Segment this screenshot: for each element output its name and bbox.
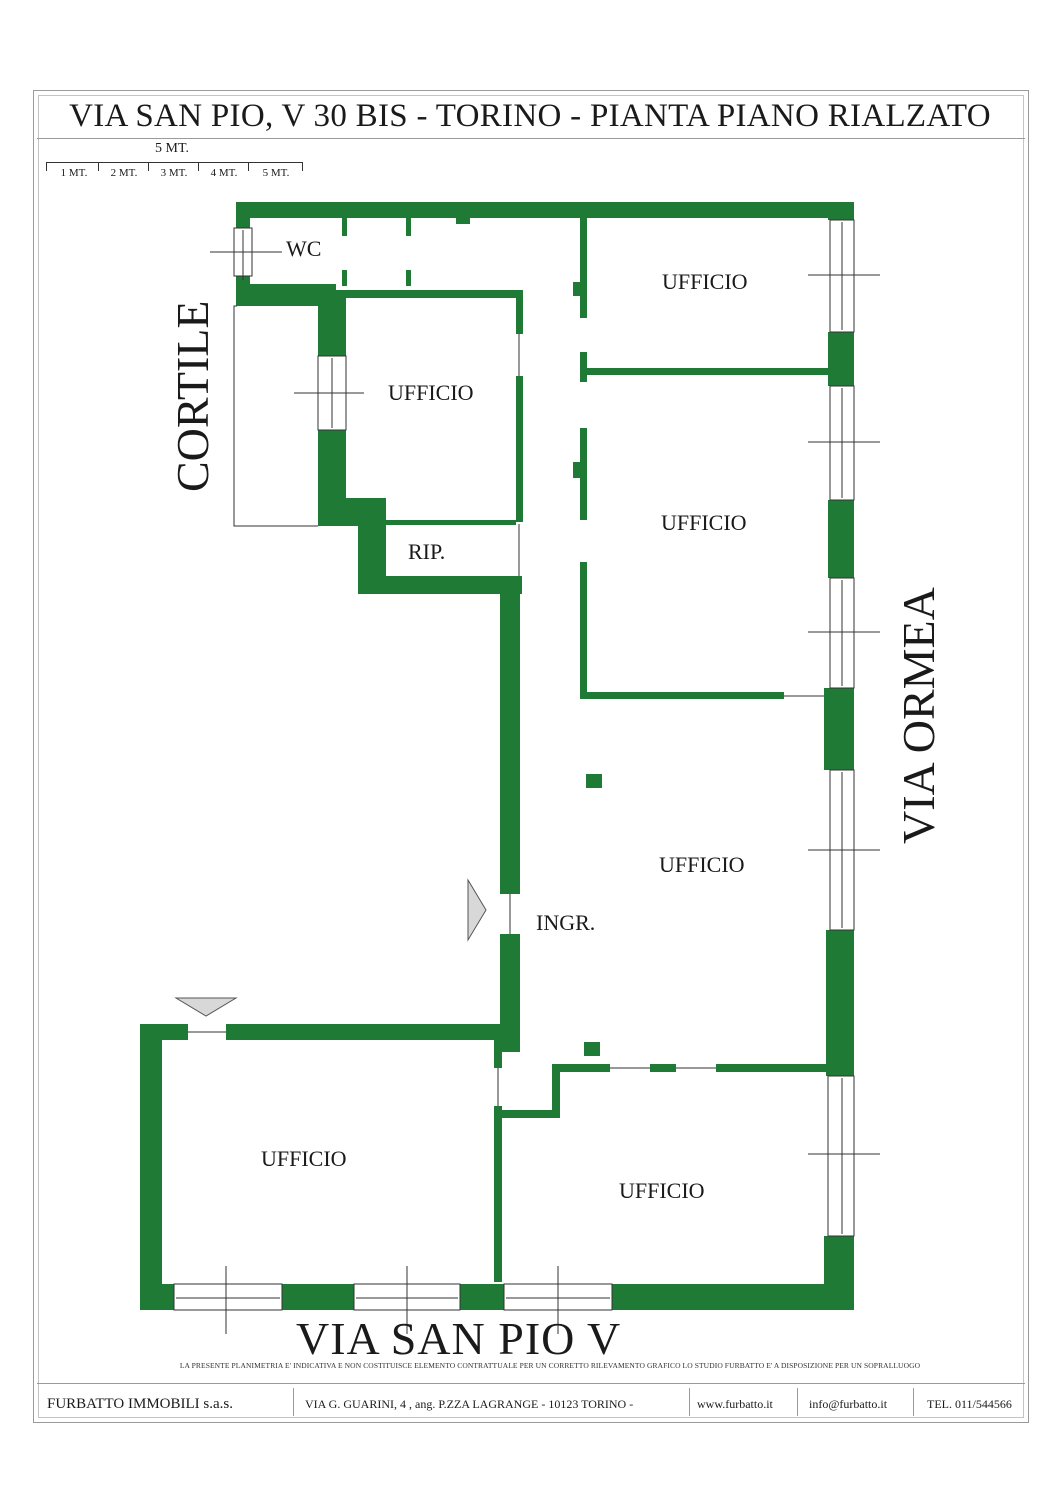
footer: FURBATTO IMMOBILI s.a.s. VIA G. GUARINI,…: [37, 1383, 1025, 1420]
footer-company: FURBATTO IMMOBILI s.a.s.: [47, 1396, 233, 1412]
street-label-via-san-pio: VIA SAN PIO V: [296, 1313, 622, 1364]
scale-segment-5: 5 MT.: [262, 167, 290, 179]
entrance-arrow-icon: [467, 878, 487, 942]
window-lines: [173, 219, 880, 1334]
scale-total-label: 5 MT.: [155, 141, 189, 156]
room-label-ufficio-center: UFFICIO: [659, 852, 745, 877]
room-label-ufficio-bottom-right: UFFICIO: [619, 1178, 705, 1203]
room-label-ingr: INGR.: [536, 910, 596, 935]
title-divider: [37, 138, 1025, 139]
entrance-arrow-down-icon: [174, 997, 238, 1017]
room-label-ufficio-bottom-left: UFFICIO: [261, 1146, 347, 1171]
walls: [140, 202, 854, 1310]
scale-segment-1: 1 MT.: [60, 167, 88, 179]
room-label-ufficio-top-right: UFFICIO: [662, 269, 748, 294]
footer-email[interactable]: info@furbatto.it: [809, 1397, 888, 1411]
footer-website[interactable]: www.furbatto.it: [697, 1397, 773, 1411]
scale-bar: 1 MT. 2 MT. 3 MT. 4 MT. 5 MT.: [46, 160, 304, 180]
room-label-ufficio-right-mid: UFFICIO: [661, 510, 747, 535]
room-label-rip: RIP.: [408, 539, 446, 564]
scale-segment-4: 4 MT.: [210, 167, 238, 179]
scale-segment-3: 3 MT.: [160, 167, 188, 179]
scale-segment-2: 2 MT.: [110, 167, 138, 179]
plan-title: VIA SAN PIO, V 30 BIS - TORINO - PIANTA …: [69, 98, 991, 134]
room-label-ufficio-left: UFFICIO: [388, 380, 474, 405]
room-label-wc: WC: [286, 236, 322, 261]
footer-address: VIA G. GUARINI, 4 , ang. P.ZZA LAGRANGE …: [305, 1397, 634, 1411]
disclaimer-text: LA PRESENTE PLANIMETRIA E' INDICATIVA E …: [179, 1361, 921, 1370]
drawing-frame: [33, 90, 1029, 1423]
street-label-via-ormea: VIA ORMEA: [893, 587, 944, 844]
street-label-cortile: CORTILE: [167, 300, 218, 492]
footer-phone: TEL. 011/544566: [927, 1397, 1012, 1411]
